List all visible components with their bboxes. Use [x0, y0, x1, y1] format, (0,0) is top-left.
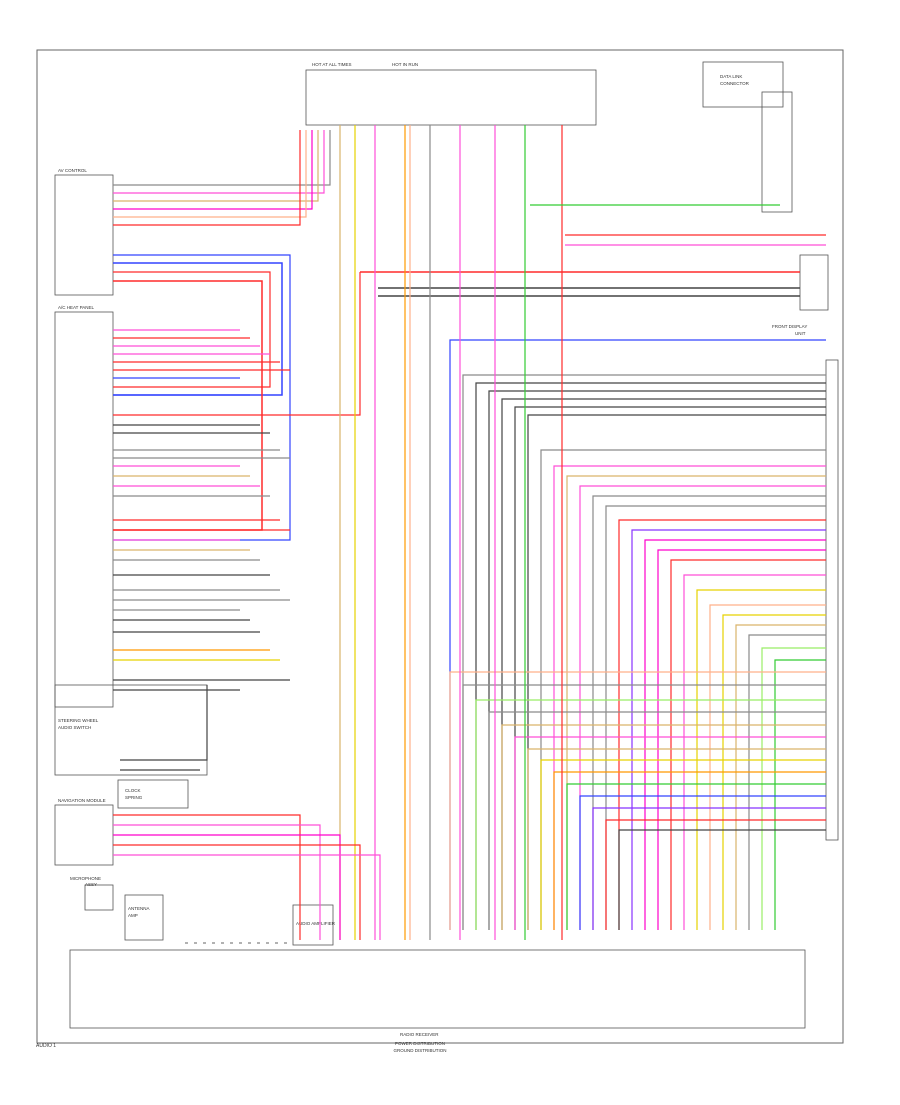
- front-display-unit: FRONT DISPLAY UNIT: [772, 254, 829, 336]
- steering-controls-label-1: STEERING WHEEL: [58, 718, 99, 723]
- wire-51: [592, 807, 826, 930]
- ac-heat-panel-label: A/C HEAT PANEL: [58, 305, 95, 310]
- data-link-label-2: CONNECTOR: [720, 81, 750, 86]
- clock-spring-label-2: SPRING: [125, 795, 143, 800]
- antenna-amp-box: ANTENNA AMP: [124, 894, 164, 941]
- wire-24: [579, 485, 826, 930]
- wire-48: [553, 771, 826, 930]
- right-connector-strip: [825, 359, 839, 841]
- wire-group: [113, 125, 826, 944]
- wire-25: [592, 495, 826, 930]
- navigation-label: NAVIGATION MODULE: [58, 798, 106, 803]
- wire-46: [527, 748, 826, 930]
- clock-spring-box: CLOCK SPRING: [117, 779, 189, 809]
- wire-9: [113, 280, 263, 531]
- wire-2: [113, 130, 319, 202]
- data-link-connector: DATA LINK CONNECTOR: [702, 61, 793, 213]
- wire-52: [605, 819, 826, 930]
- wire-11: [113, 272, 361, 416]
- wire-22: [553, 465, 826, 930]
- front-display-label-1: FRONT DISPLAY: [772, 324, 807, 329]
- wire-1: [113, 130, 325, 194]
- wire-39: [774, 659, 826, 930]
- wire-49: [566, 783, 826, 930]
- audio-amplifier-box: AUDIO AMPLIFIER: [292, 904, 336, 946]
- clock-spring-label-1: CLOCK: [125, 788, 141, 793]
- wire-6: [113, 254, 291, 541]
- wire-33: [696, 589, 826, 930]
- wire-26: [605, 505, 826, 930]
- radio-receiver-module: RADIO RECEIVER: [69, 949, 806, 1037]
- wire-3: [113, 130, 313, 210]
- steering-controls-module: STEERING WHEEL AUDIO SWITCH: [54, 684, 208, 776]
- wire-5: [113, 130, 301, 226]
- antenna-label-1: ANTENNA: [128, 906, 150, 911]
- wire-103: [120, 685, 208, 761]
- wire-18: [501, 398, 826, 930]
- wire-45: [514, 736, 826, 930]
- top-fuse-block: HOT AT ALL TIMES HOT IN RUN: [305, 62, 597, 126]
- wire-50: [579, 795, 826, 930]
- wire-31: [670, 559, 826, 930]
- wire-44: [501, 724, 826, 930]
- wire-35: [722, 614, 826, 930]
- antenna-label-2: AMP: [128, 913, 138, 918]
- bottom-caption-2: GROUND DISTRIBUTION: [393, 1048, 446, 1053]
- wire-30: [657, 549, 826, 930]
- mic-label-1: MICROPHONE: [70, 876, 101, 881]
- wire-4: [113, 130, 307, 218]
- mic-label-2: ASSY: [85, 882, 97, 887]
- top-fuse-label-1: HOT AT ALL TIMES: [312, 62, 352, 67]
- front-display-label-2: UNIT: [795, 331, 806, 336]
- wire-32: [683, 574, 826, 930]
- wire-27: [618, 519, 826, 930]
- wire-40: [449, 671, 826, 930]
- wire-99: [113, 824, 321, 940]
- top-fuse-label-2: HOT IN RUN: [392, 62, 418, 67]
- bottom-caption-1: POWER DISTRIBUTION: [395, 1041, 445, 1046]
- wire-34: [709, 604, 826, 930]
- wire-36: [735, 624, 826, 930]
- page-label: AUDIO 1: [36, 1043, 57, 1049]
- wire-8: [113, 271, 271, 388]
- steering-controls-label-2: AUDIO SWITCH: [58, 725, 91, 730]
- radio-receiver-label: RADIO RECEIVER: [400, 1032, 439, 1037]
- wire-29: [644, 539, 826, 930]
- wire-53: [618, 829, 826, 930]
- navigation-module: NAVIGATION MODULE: [54, 798, 114, 866]
- diagram-frame: [36, 49, 844, 1044]
- wire-101: [113, 844, 361, 940]
- wire-23: [566, 475, 826, 930]
- wire-7: [113, 262, 283, 396]
- av-control-label: AV CONTROL: [58, 168, 87, 173]
- wire-47: [540, 759, 826, 930]
- wire-37: [748, 634, 826, 930]
- wire-41: [462, 684, 826, 930]
- data-link-label-1: DATA LINK: [720, 74, 742, 79]
- av-control-module: AV CONTROL: [54, 168, 114, 296]
- microphone-assy: MICROPHONE ASSY: [70, 876, 114, 911]
- wire-42: [475, 699, 826, 930]
- wire-98: [113, 814, 301, 940]
- wire-100: [113, 834, 341, 940]
- wire-38: [761, 647, 826, 930]
- wire-28: [631, 529, 826, 930]
- wire-43: [488, 711, 826, 930]
- wire-0: [113, 130, 331, 186]
- wire-102: [113, 854, 381, 940]
- ac-heat-panel-module: A/C HEAT PANEL: [54, 305, 114, 708]
- amp-label: AUDIO AMPLIFIER: [296, 921, 336, 926]
